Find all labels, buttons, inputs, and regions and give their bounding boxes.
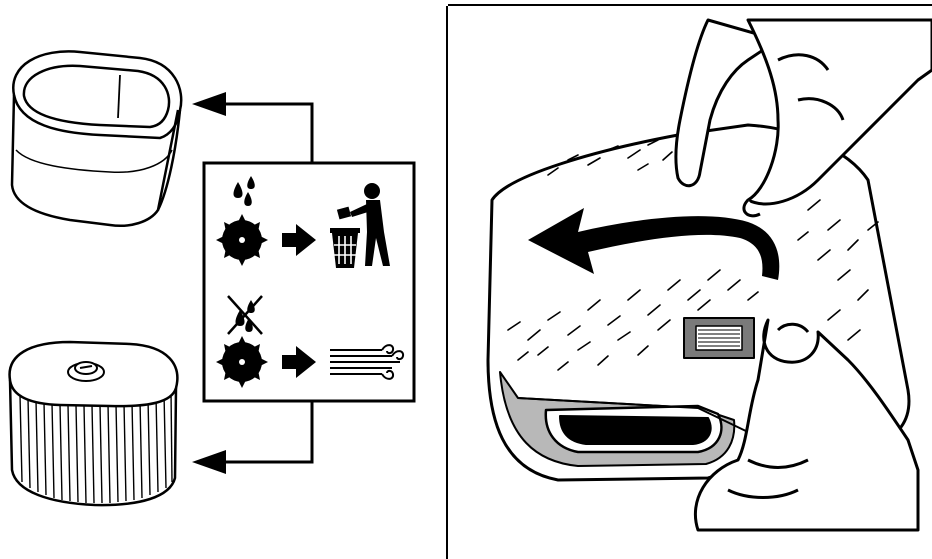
arrow-to-container: [192, 92, 312, 162]
arrow-to-filter: [192, 401, 312, 474]
pleated-filter-icon: [10, 342, 178, 505]
left-panel: [0, 0, 440, 559]
filter-belt-peel-icon: [448, 0, 932, 559]
left-diagram: [0, 0, 440, 559]
right-panel: [448, 0, 932, 559]
air-blow-icon: [330, 345, 403, 379]
symbols-box: [204, 163, 414, 401]
dust-container-icon: [12, 51, 181, 225]
